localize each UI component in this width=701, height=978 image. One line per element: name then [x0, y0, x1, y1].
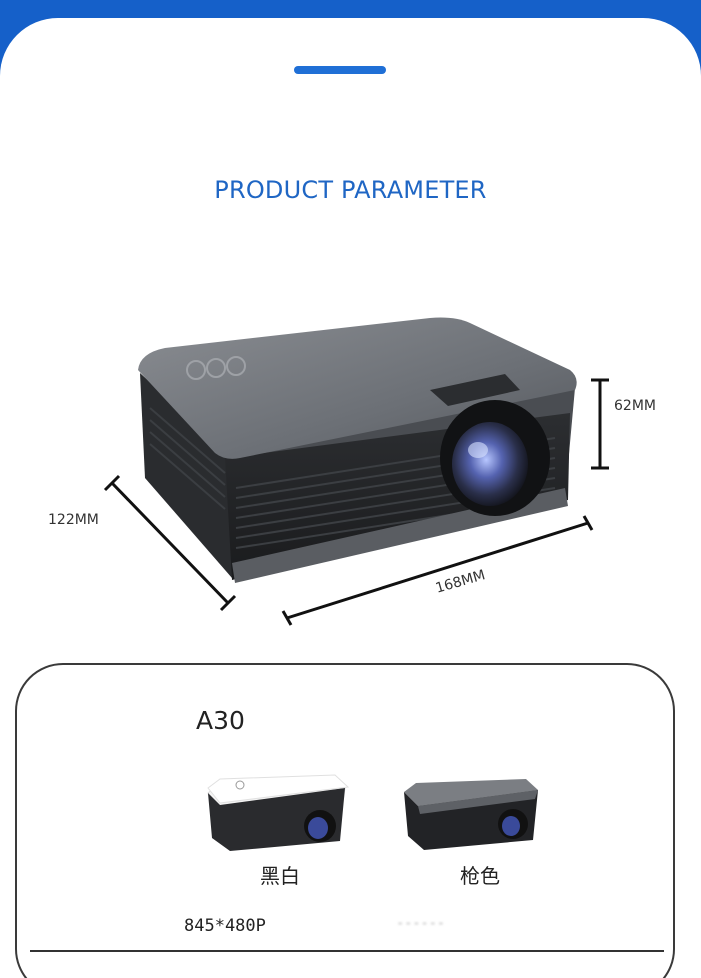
depth-label: 122MM	[48, 512, 99, 528]
resolution-value: 845*480P	[184, 916, 266, 936]
gunmetal-projector-image	[404, 779, 538, 850]
product-card: PRODUCT PARAMETER	[0, 18, 701, 978]
resolution-secondary: - - - - - -	[398, 916, 444, 930]
height-label: 62MM	[614, 398, 656, 414]
accent-bar	[294, 66, 386, 74]
projector-image	[103, 317, 609, 626]
variant-label-black-white: 黑白	[260, 864, 300, 888]
divider	[30, 950, 664, 952]
model-name: A30	[196, 706, 245, 735]
white-projector-image	[207, 774, 350, 851]
variant-label-gunmetal: 枪色	[460, 864, 500, 888]
variant-panel	[15, 663, 675, 978]
page-title: PRODUCT PARAMETER	[214, 176, 487, 204]
